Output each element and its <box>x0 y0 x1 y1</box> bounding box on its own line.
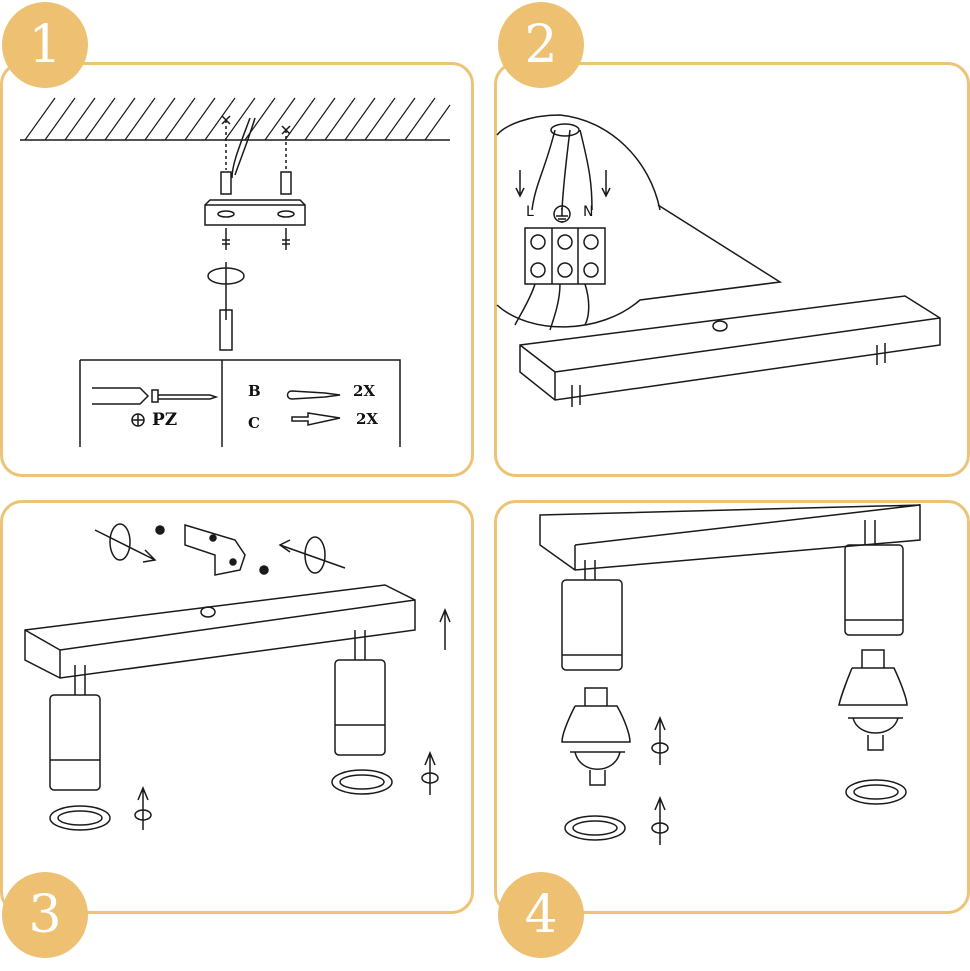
bulb-installation-drawing <box>539 504 921 845</box>
step-3-panel <box>0 500 474 914</box>
part-c-qty: 2X <box>356 410 379 428</box>
fixture-assembly-drawing <box>24 523 451 831</box>
part-c-letter: C <box>248 414 260 432</box>
part-b-letter: B <box>248 382 261 400</box>
live-wire-label: L <box>526 204 534 220</box>
step-2-badge: 2 <box>498 2 584 88</box>
step-2-panel <box>494 62 970 477</box>
ceiling-mount-drawing <box>20 97 451 447</box>
wiring-drawing <box>496 114 941 407</box>
tool-bit-label: PZ <box>152 410 178 430</box>
step-1-badge: 1 <box>2 2 88 88</box>
step-4-badge: 4 <box>498 872 584 958</box>
step-3-badge: 3 <box>2 872 88 958</box>
neutral-wire-label: N <box>583 204 594 220</box>
part-b-qty: 2X <box>353 382 376 400</box>
